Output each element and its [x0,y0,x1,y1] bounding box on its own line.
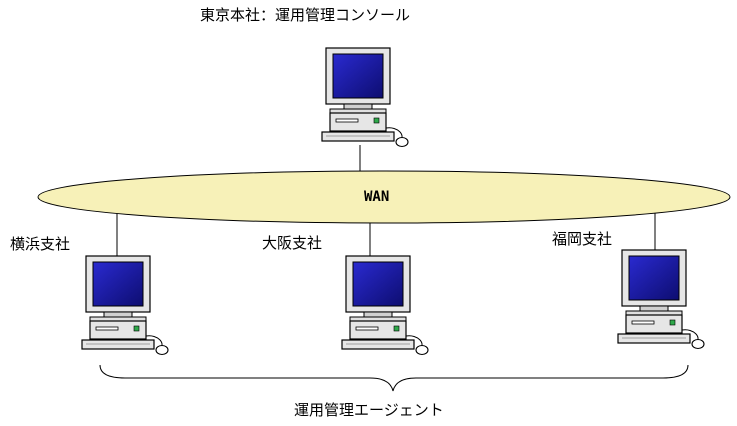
agent-group-label: 運用管理エージェント [294,401,444,419]
yokohama-computer-icon [81,255,169,356]
wan-cloud [37,170,731,224]
wan-label: WAN [364,189,390,205]
hq-computer-icon [321,47,409,148]
hq-label: 東京本社：運用管理コンソール [200,6,411,24]
agent-group-brace [99,364,689,392]
branch-label-osaka: 大阪支社 [262,234,323,252]
fukuoka-computer-icon [617,249,705,350]
osaka-computer-icon [341,255,429,356]
branch-label-fukuoka: 福岡支社 [552,230,613,248]
branch-label-yokohama: 横浜支社 [10,235,71,253]
